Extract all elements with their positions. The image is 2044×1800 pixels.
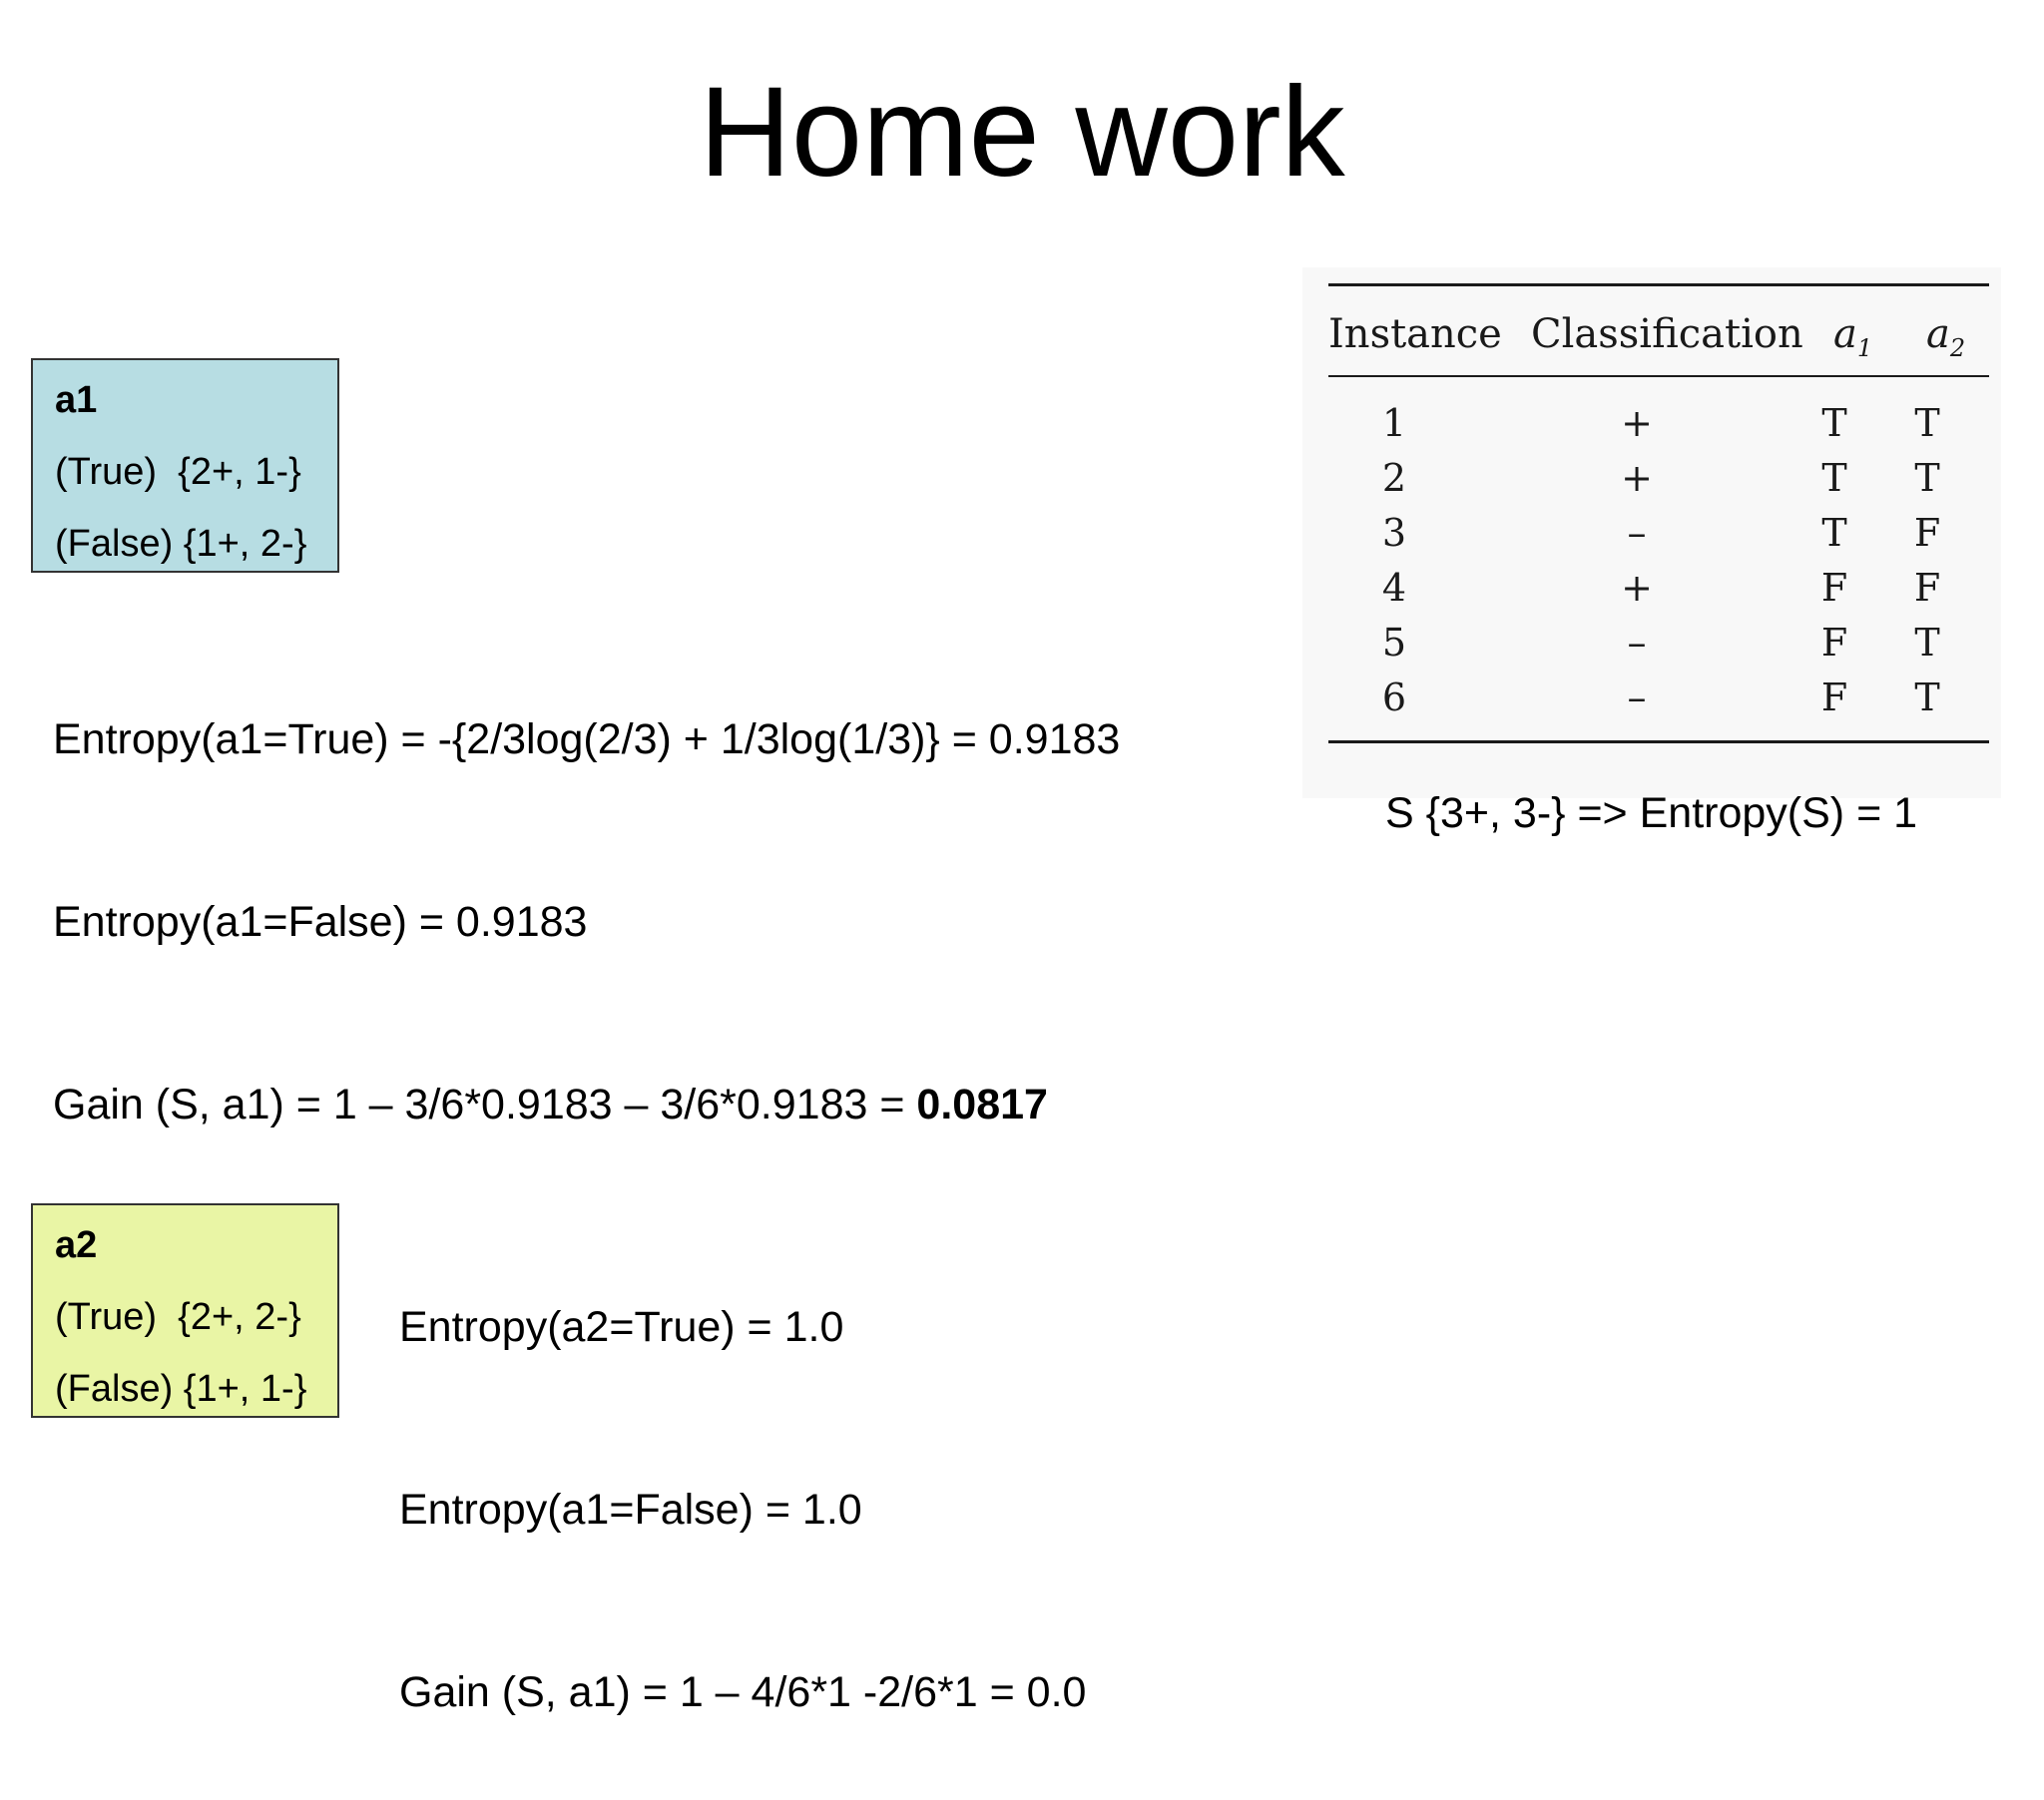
table-cell-a1: T	[1821, 456, 1847, 500]
entropy-a1-true: Entropy(a1=True) = -{2/3log(2/3) + 1/3lo…	[53, 715, 1121, 763]
attribute-false-counts: (False) {1+, 1-}	[55, 1368, 307, 1410]
table-top-rule	[1328, 283, 1989, 286]
header-classification: Classification	[1531, 311, 1803, 357]
entropy-a1-false: Entropy(a1=False) = 0.9183	[53, 898, 588, 946]
table-cell-a2: T	[1914, 401, 1940, 445]
table-bottom-rule	[1328, 740, 1989, 743]
gain-a1-formula: Gain (S, a1) = 1 – 3/6*0.9183 – 3/6*0.91…	[53, 1081, 917, 1128]
table-cell-a2: F	[1913, 566, 1941, 610]
table-cell-classification: +	[1621, 456, 1653, 500]
table-cell-a2: T	[1914, 621, 1940, 665]
table-cell-classification: +	[1621, 566, 1653, 610]
attribute-true-counts: (True) {2+, 2-}	[55, 1296, 301, 1338]
entropy-a2-false: Entropy(a1=False) = 1.0	[399, 1486, 862, 1534]
table-cell-a1: F	[1820, 566, 1848, 610]
header-instance: Instance	[1328, 311, 1502, 357]
table-cell-classification: –	[1627, 621, 1647, 665]
table-header-rule	[1328, 375, 1989, 377]
a2-calculations: Entropy(a2=True) = 1.0 Entropy(a1=False)…	[399, 1202, 1086, 1800]
header-a1-letter: a	[1833, 311, 1857, 357]
header-a2-letter: a	[1926, 311, 1950, 357]
page-title: Home work	[699, 61, 1345, 204]
header-a2: a2	[1926, 309, 1965, 373]
table-cell-classification: –	[1627, 675, 1647, 719]
header-a1-subscript: 1	[1856, 334, 1873, 362]
table-cell-instance: 4	[1381, 566, 1407, 610]
gain-a2: Gain (S, a1) = 1 – 4/6*1 -2/6*1 = 0.0	[399, 1668, 1087, 1716]
header-a1: a1	[1833, 309, 1872, 373]
attribute-a1-box: a1 (True) {2+, 1-} (False) {1+, 2-}	[31, 358, 339, 573]
table-cell-instance: 5	[1381, 621, 1407, 665]
table-cell-instance: 1	[1381, 401, 1407, 445]
table-cell-a1: F	[1820, 621, 1848, 665]
gain-a1-result: 0.0817	[916, 1081, 1048, 1128]
attribute-name: a1	[55, 379, 98, 421]
attribute-true-counts: (True) {2+, 1-}	[55, 451, 301, 493]
table-cell-a1: F	[1820, 675, 1848, 719]
table-cell-a1: T	[1821, 401, 1847, 445]
gain-a1: Gain (S, a1) = 1 – 3/6*0.9183 – 3/6*0.91…	[53, 1080, 1120, 1162]
table-cell-a2: F	[1913, 511, 1941, 555]
table-cell-a1: T	[1821, 511, 1847, 555]
table-cell-a2: T	[1914, 456, 1940, 500]
attribute-name: a2	[55, 1224, 98, 1266]
header-a2-subscript: 2	[1949, 334, 1966, 362]
table-cell-classification: –	[1627, 511, 1647, 555]
table-cell-classification: +	[1621, 401, 1653, 445]
a1-calculations: Entropy(a1=True) = -{2/3log(2/3) + 1/3lo…	[53, 615, 1120, 1212]
table-cell-instance: 3	[1381, 511, 1407, 555]
dataset-entropy: S {3+, 3-} => Entropy(S) = 1	[1385, 789, 1918, 837]
attribute-false-counts: (False) {1+, 2-}	[55, 523, 307, 565]
table-cell-instance: 6	[1381, 675, 1407, 719]
table-cell-a2: T	[1914, 675, 1940, 719]
table-cell-instance: 2	[1381, 456, 1407, 500]
attribute-a2-box: a2 (True) {2+, 2-} (False) {1+, 1-}	[31, 1203, 339, 1418]
entropy-a2-true: Entropy(a2=True) = 1.0	[399, 1303, 844, 1351]
